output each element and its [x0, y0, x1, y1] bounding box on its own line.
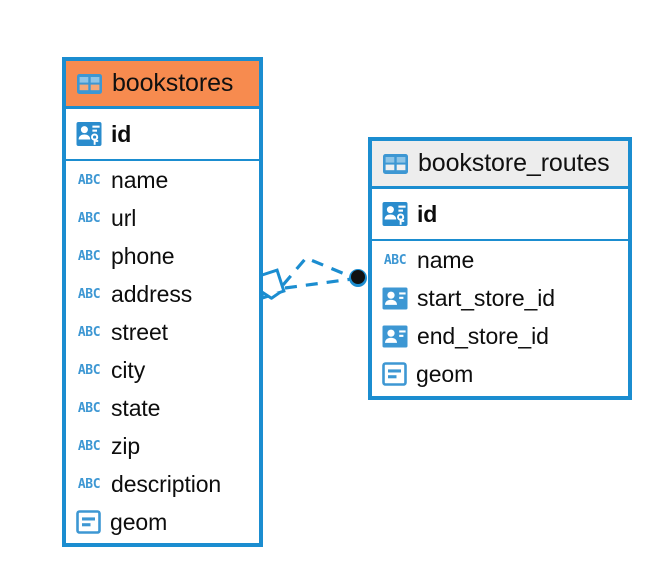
foreign-key-icon	[382, 287, 408, 310]
abc-icon: ABC	[77, 362, 101, 378]
abc-icon: ABC	[77, 286, 101, 302]
geometry-icon	[76, 510, 101, 534]
column-name-label: name	[417, 246, 475, 273]
column-name-label: phone	[111, 242, 175, 269]
primary-key-icon	[382, 201, 408, 227]
foreign-key-icon	[382, 325, 408, 348]
column-name-label: city	[111, 356, 146, 383]
entity-header-bookstores[interactable]: bookstores	[66, 61, 259, 109]
column-row-city[interactable]: ABC city	[66, 351, 259, 389]
table-icon	[76, 73, 103, 95]
geometry-icon	[382, 362, 407, 386]
column-row-start-store-id[interactable]: start_store_id	[372, 279, 628, 317]
column-row-state[interactable]: ABC state	[66, 389, 259, 427]
column-name-label: start_store_id	[417, 284, 555, 311]
abc-icon: ABC	[77, 172, 101, 188]
columns-section-bookstores: ABC name ABC url ABC phone ABC address A…	[66, 161, 259, 541]
column-row-id[interactable]: id	[372, 189, 628, 239]
column-name-label: address	[111, 280, 193, 307]
abc-icon: ABC	[77, 210, 101, 226]
primary-key-section: id	[372, 189, 628, 241]
entity-name-label: bookstores	[112, 69, 234, 97]
abc-icon: ABC	[77, 476, 101, 492]
column-row-description[interactable]: ABC description	[66, 465, 259, 503]
primary-key-icon	[76, 121, 102, 147]
column-row-zip[interactable]: ABC zip	[66, 427, 259, 465]
column-row-id[interactable]: id	[66, 109, 259, 159]
relationship-line-upper	[281, 256, 353, 287]
entity-bookstores[interactable]: bookstores id	[62, 57, 263, 547]
entity-name-label: bookstore_routes	[418, 149, 610, 177]
column-row-name[interactable]: ABC name	[372, 241, 628, 279]
entity-bookstore-routes[interactable]: bookstore_routes id	[368, 137, 632, 400]
abc-icon: ABC	[77, 324, 101, 340]
column-name-label: street	[111, 318, 168, 345]
column-name-label: id	[111, 120, 132, 147]
column-row-end-store-id[interactable]: end_store_id	[372, 317, 628, 355]
abc-icon: ABC	[77, 248, 101, 264]
filled-circle-marker	[349, 269, 367, 287]
table-icon	[382, 153, 409, 175]
abc-icon: ABC	[77, 438, 101, 454]
column-row-url[interactable]: ABC url	[66, 199, 259, 237]
abc-icon: ABC	[77, 400, 101, 416]
columns-section-bookstore-routes: ABC name start_store_id	[372, 241, 628, 393]
column-name-label: url	[111, 204, 137, 231]
column-row-phone[interactable]: ABC phone	[66, 237, 259, 275]
column-row-address[interactable]: ABC address	[66, 275, 259, 313]
column-row-street[interactable]: ABC street	[66, 313, 259, 351]
column-name-label: id	[417, 200, 438, 227]
column-name-label: state	[111, 394, 161, 421]
column-row-name[interactable]: ABC name	[66, 161, 259, 199]
column-name-label: end_store_id	[417, 322, 549, 349]
column-row-geom[interactable]: geom	[66, 503, 259, 541]
column-name-label: zip	[111, 432, 141, 459]
abc-icon: ABC	[383, 252, 407, 268]
column-name-label: geom	[416, 360, 474, 387]
column-name-label: name	[111, 166, 169, 193]
column-row-geom[interactable]: geom	[372, 355, 628, 393]
column-name-label: geom	[110, 508, 168, 535]
entity-header-bookstore-routes[interactable]: bookstore_routes	[372, 141, 628, 189]
relationship-line-lower	[284, 277, 353, 290]
primary-key-section: id	[66, 109, 259, 161]
column-name-label: description	[111, 470, 222, 497]
